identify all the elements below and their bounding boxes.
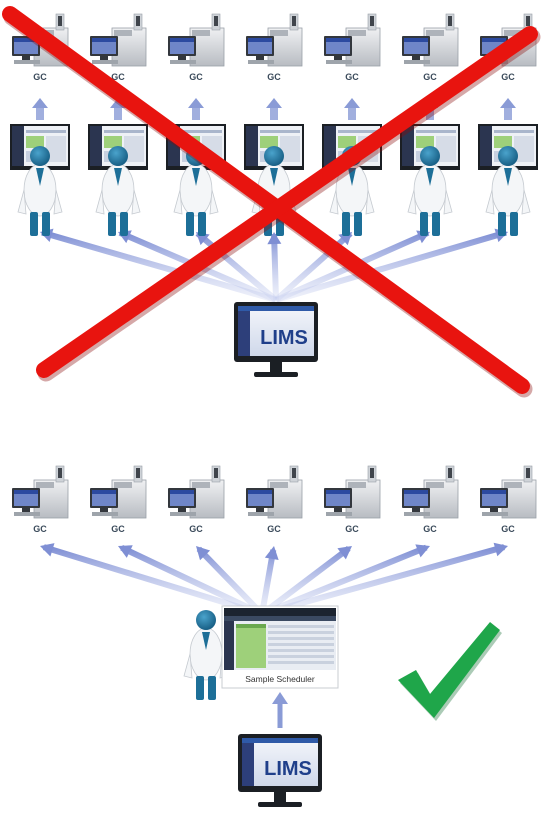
analyst-to-gc-arrow [32,98,48,120]
invalid-cross-mark [2,6,541,398]
top-gc-instrument: GC [168,13,225,82]
top-analyst [10,124,70,236]
bottom-gc-label: GC [345,524,359,534]
bottom-gc-label: GC [501,524,515,534]
scheduler-to-gc-arrow [260,546,352,617]
analyst-to-gc-arrow [188,98,204,120]
lims-to-analyst-arrow [267,232,282,301]
sample-scheduler-window: Sample Scheduler [221,605,339,689]
scheduler-to-gc-arrow [196,546,265,617]
scheduler-analyst [183,610,229,700]
bottom-lims-label: LIMS [264,758,312,780]
bottom-gc-instruments: GC GC GC GC GC GC GC [12,465,537,534]
bottom-gc-instrument: GC [246,465,303,534]
top-lims-arrows [40,228,508,303]
top-gc-label: GC [423,72,437,82]
bottom-gc-instrument: GC [324,465,381,534]
bottom-lims-monitor: LIMS [238,734,322,807]
scheduler-to-gc-arrow [118,544,264,617]
top-section: GC GC GC GC GC GC GC LIMS [2,6,541,398]
top-gc-instrument: GC [402,13,459,82]
scheduler-to-gc-arrow [40,543,263,617]
top-gc-label: GC [345,72,359,82]
top-gc-label: GC [33,72,47,82]
top-analysts [10,124,538,236]
scheduler-to-gc-arrow [260,544,430,617]
bottom-gc-label: GC [423,524,437,534]
bottom-gc-label: GC [111,524,125,534]
bottom-gc-instrument: GC [168,465,225,534]
lims-to-scheduler-arrow [272,692,288,704]
top-gc-instrument: GC [246,13,303,82]
bottom-scheduler-arrows [40,542,508,617]
top-analyst [478,124,538,236]
bottom-gc-instrument: GC [90,465,147,534]
bottom-gc-label: GC [33,524,47,534]
analyst-to-gc-arrow [266,98,282,120]
scheduler-to-gc-arrow [259,546,279,615]
top-analyst [400,124,460,236]
top-lims-label: LIMS [260,327,308,349]
bottom-gc-label: GC [267,524,281,534]
top-analyst [88,124,148,236]
sample-scheduler-label: Sample Scheduler [245,674,315,684]
valid-check-mark [398,622,502,721]
bottom-gc-instrument: GC [480,465,537,534]
bottom-gc-instrument: GC [12,465,69,534]
analyst-to-gc-arrow [344,98,360,120]
bottom-gc-label: GC [189,524,203,534]
bottom-section: GC GC GC GC GC GC GC Sample Scheduler [12,465,537,807]
top-gc-label: GC [111,72,125,82]
top-lims-monitor: LIMS [234,302,318,377]
top-gc-label: GC [189,72,203,82]
scheduler-analyst-figure [183,610,229,700]
bottom-gc-instrument: GC [402,465,459,534]
top-gc-instrument: GC [90,13,147,82]
top-gc-instrument: GC [324,13,381,82]
analyst-to-gc-arrow [110,98,126,120]
top-gc-label: GC [501,72,515,82]
top-gc-label: GC [267,72,281,82]
scheduler-to-gc-arrow [261,542,508,617]
analyst-to-gc-arrow [500,98,516,120]
